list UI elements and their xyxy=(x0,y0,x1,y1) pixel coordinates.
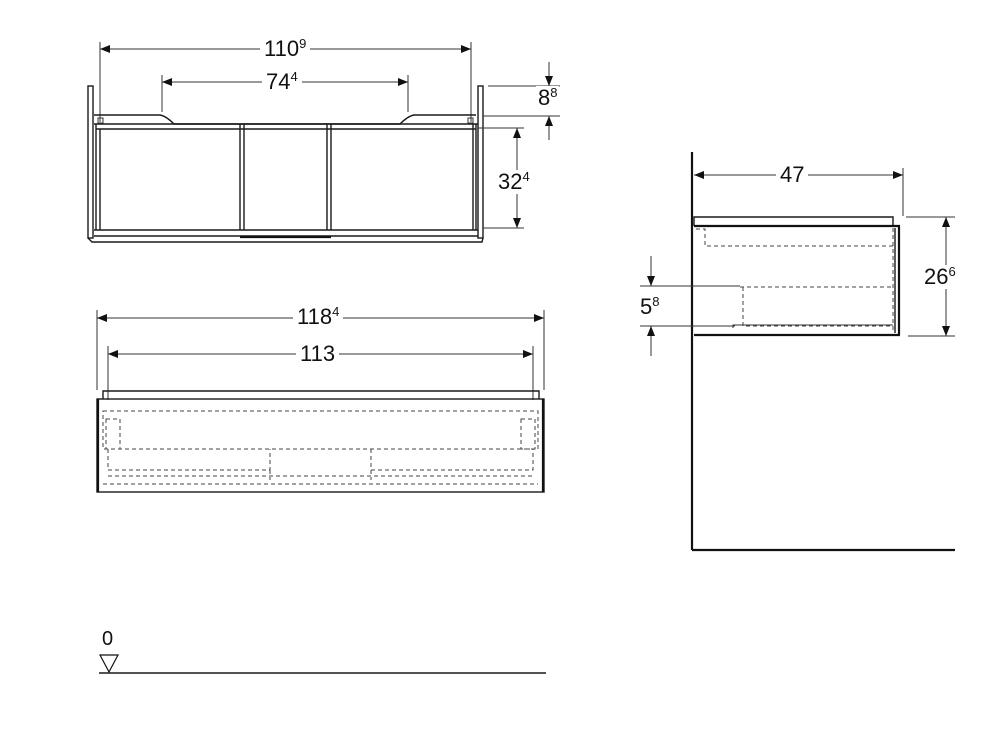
dim-label-74-4: 744 xyxy=(262,70,302,94)
floor-level-label: 0 xyxy=(102,628,114,650)
floor-reference xyxy=(99,654,546,674)
dim-label-26-6: 266 xyxy=(923,264,957,289)
side-view xyxy=(640,152,955,552)
dim-label-5-8: 58 xyxy=(638,294,662,319)
dim-label-8-8: 88 xyxy=(536,85,560,110)
dim-label-32-4: 324 xyxy=(496,169,532,194)
left-side-panel xyxy=(87,85,94,239)
level-triangle-icon xyxy=(99,654,119,674)
dim-label-118-4: 1184 xyxy=(293,305,344,329)
cabinet-front xyxy=(96,398,545,493)
dim-label-110-9: 1109 xyxy=(260,37,311,61)
dim-label-113: 113 xyxy=(296,342,340,366)
top-view xyxy=(87,42,560,243)
right-side-panel xyxy=(477,85,484,239)
dim-label-47: 47 xyxy=(776,163,809,187)
front-view xyxy=(96,310,545,493)
